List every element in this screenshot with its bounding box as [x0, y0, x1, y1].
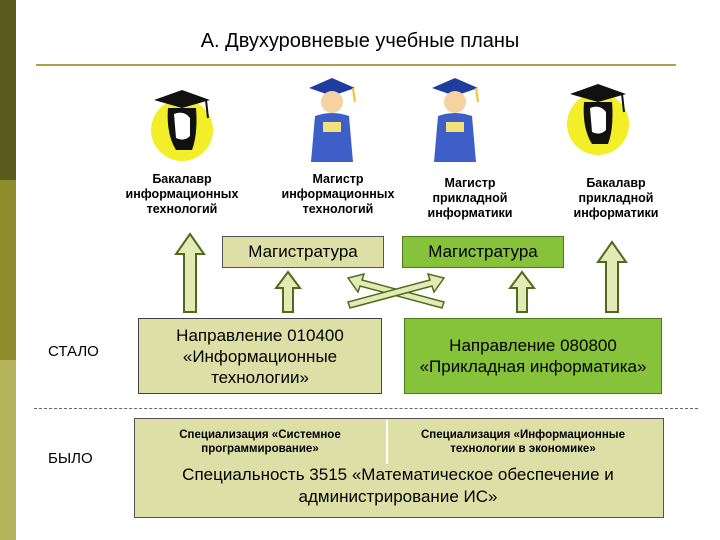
direction-label-it: Направление 010400 «Информационные техно…: [176, 325, 344, 387]
specialty-text: Специальность 3515 «Математическое обесп…: [182, 465, 614, 506]
left-decor-bar-bottom: [0, 360, 16, 540]
role-label-master-applied: Магистр прикладной информатики: [427, 176, 513, 220]
specialty-box: [134, 418, 664, 518]
label-now: СТАЛО: [48, 343, 99, 360]
specialization-system-programming: Специализация «Системное программировани…: [179, 429, 341, 455]
student-silhouette-icon: [567, 84, 629, 155]
direction-label-applied: Направление 080800 «Прикладная информати…: [419, 336, 647, 376]
role-label-bachelor-applied: Бакалавр прикладной информатики: [573, 176, 659, 220]
up-arrow-right: [596, 240, 628, 313]
graduate-cartoon-icon: [309, 78, 356, 162]
specialization-it-economics: Специализация «Информационные технологии…: [420, 429, 625, 455]
magistratura-box-it: Магистратура: [222, 236, 384, 268]
magistratura-box-applied: Магистратура: [402, 236, 564, 268]
page-title: А. Двухуровневые учебные планы: [200, 30, 520, 52]
student-silhouette-icon: [151, 90, 213, 161]
up-arrow-left: [174, 232, 206, 313]
left-decor-bar-middle: [0, 180, 16, 360]
specialization-divider: [386, 420, 388, 464]
label-before: БЫЛО: [48, 450, 93, 467]
up-arrow-center-right: [508, 270, 536, 313]
direction-box-it: Направление 010400 «Информационные техно…: [138, 318, 382, 394]
up-arrow-center-left: [274, 270, 302, 313]
title-underline: [36, 64, 676, 66]
left-decor-bar-top: [0, 0, 16, 180]
role-label-master-it: Магистр информационных технологий: [281, 172, 395, 216]
crossing-arrows: [346, 272, 446, 309]
direction-box-applied: Направление 080800 «Прикладная информати…: [404, 318, 662, 394]
divider-dashed: [34, 408, 698, 409]
graduate-cartoon-icon: [432, 78, 479, 162]
role-label-bachelor-it: Бакалавр информационных технологий: [125, 172, 239, 216]
